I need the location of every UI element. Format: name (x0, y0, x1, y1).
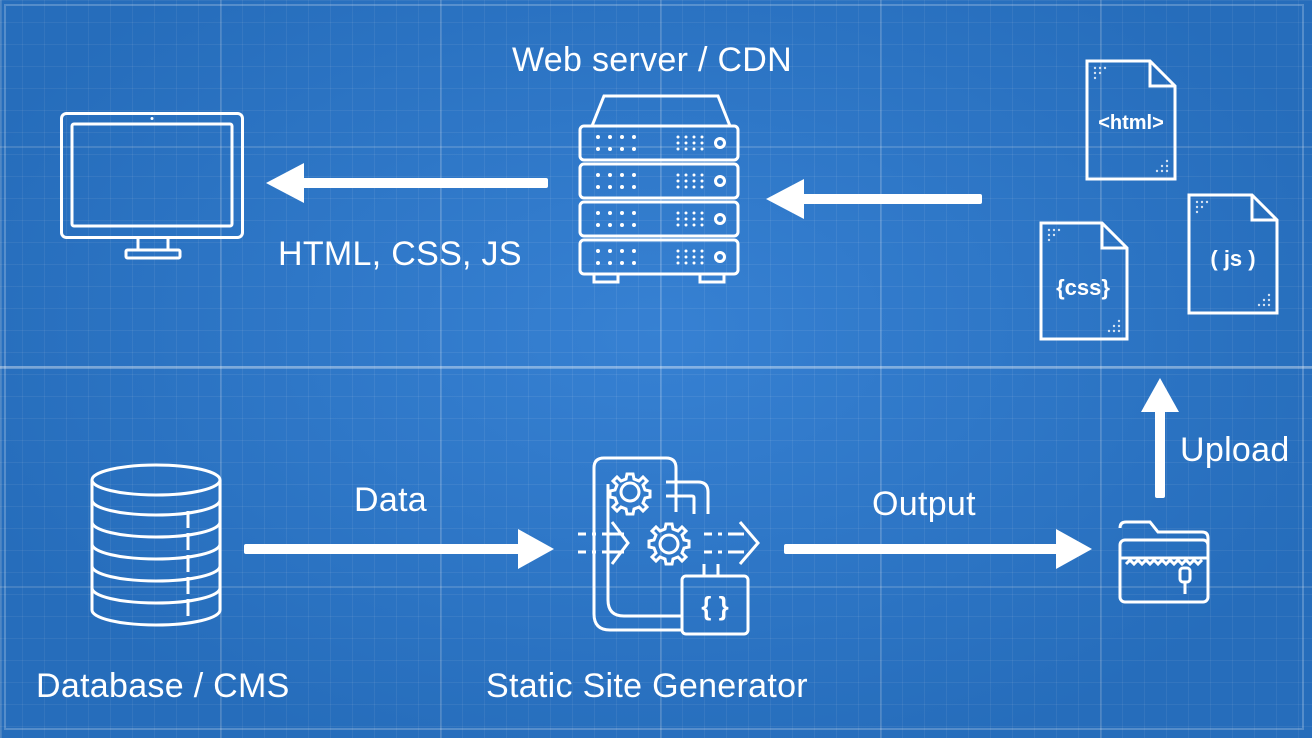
arrow-files-to-server (766, 179, 982, 219)
generator-code-badge: { } (701, 591, 728, 621)
web-server-label: Web server / CDN (512, 41, 793, 79)
html-file-text: <html> (1098, 112, 1164, 134)
js-file-text: ( js ) (1210, 246, 1255, 271)
server-rack-icon (576, 92, 746, 284)
section-divider (0, 366, 1312, 369)
css-file-icon: {css} (1038, 220, 1130, 342)
database-label: Database / CMS (36, 667, 290, 705)
static-site-generator-icon: { } (574, 454, 764, 636)
arrow-generator-to-folder (784, 529, 1092, 569)
edge-label-html-css-js: HTML, CSS, JS (278, 235, 522, 273)
css-file-text: {css} (1056, 275, 1110, 300)
arrow-database-to-generator (244, 529, 554, 569)
zip-folder-icon (1116, 518, 1212, 604)
js-file-icon: ( js ) (1186, 192, 1280, 316)
generator-label: Static Site Generator (486, 667, 808, 705)
edge-label-data: Data (354, 481, 428, 519)
edge-label-upload: Upload (1180, 431, 1290, 469)
monitor-icon (60, 112, 246, 264)
edge-label-output: Output (872, 485, 976, 523)
arrow-server-to-monitor (266, 163, 548, 203)
html-file-icon: <html> (1084, 58, 1178, 182)
arrow-folder-to-files (1141, 378, 1179, 498)
database-icon (88, 462, 226, 638)
